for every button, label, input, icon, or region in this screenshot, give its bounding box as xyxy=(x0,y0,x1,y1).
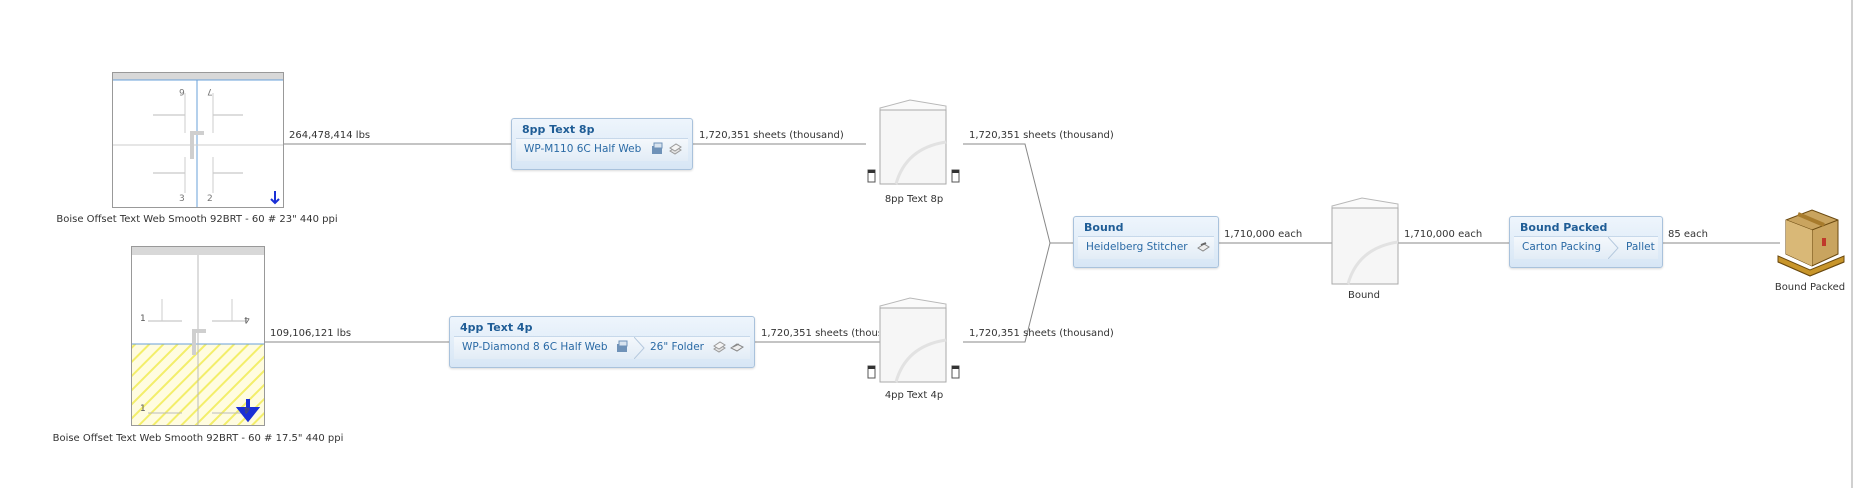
process-8pp-text[interactable]: 8pp Text 8p WP-M110 6C Half Web xyxy=(511,118,693,170)
document-caption: Bound Packed xyxy=(1774,282,1846,293)
document-8pp-text[interactable] xyxy=(866,98,964,190)
process-title: 4pp Text 4p xyxy=(460,321,533,334)
process-steps: WP-M110 6C Half Web xyxy=(516,138,688,161)
process-title: 8pp Text 8p xyxy=(522,123,595,136)
process-title: Bound Packed xyxy=(1520,221,1608,234)
wire-doc4-bound xyxy=(963,242,1051,343)
page-number: 7 xyxy=(207,86,213,96)
step-pallet[interactable]: Pallet xyxy=(1626,241,1655,253)
stock-caption: Boise Offset Text Web Smooth 92BRT - 60 … xyxy=(52,433,344,444)
stitcher-icon xyxy=(1197,242,1210,252)
page-number: 4 xyxy=(244,404,250,414)
imposition-layout xyxy=(132,247,264,425)
process-bound[interactable]: Bound Heidelberg Stitcher xyxy=(1073,216,1219,268)
step-carton-packing[interactable]: Carton Packing xyxy=(1522,241,1602,253)
press-sheet-bottom[interactable]: 1 4 1 4 xyxy=(131,246,265,426)
process-bound-packed[interactable]: Bound Packed Carton Packing Pallet xyxy=(1509,216,1663,268)
step-stitcher[interactable]: Heidelberg Stitcher xyxy=(1086,241,1188,253)
flow-quantity: 1,720,351 sheets (thousand) xyxy=(969,130,1114,141)
process-steps: Heidelberg Stitcher xyxy=(1078,236,1214,259)
feed-arrow-icon xyxy=(235,399,261,423)
flow-quantity: 1,720,351 sheets (thousan xyxy=(761,328,879,339)
flow-quantity: 1,720,351 sheets (thousand) xyxy=(969,328,1114,339)
pallet-icon[interactable] xyxy=(1772,200,1848,282)
folder-icon xyxy=(713,341,726,353)
document-bound[interactable] xyxy=(1326,196,1400,288)
vertical-scrollbar[interactable] xyxy=(1851,0,1853,488)
process-title: Bound xyxy=(1084,221,1124,234)
stock-caption: Boise Offset Text Web Smooth 92BRT - 60 … xyxy=(56,214,338,225)
process-steps: WP-Diamond 8 6C Half Web 26" Folder xyxy=(454,336,750,359)
stock-quantity: 109,106,121 lbs xyxy=(270,328,352,339)
document-caption: 4pp Text 4p xyxy=(884,390,944,401)
press-icon xyxy=(652,142,663,154)
page-number: 6 xyxy=(179,86,185,96)
press-sheet-top[interactable]: 6 7 3 2 xyxy=(112,72,284,208)
page-number: 4 xyxy=(244,314,250,324)
stack-icon xyxy=(730,343,744,352)
process-steps: Carton Packing Pallet xyxy=(1514,236,1658,259)
process-4pp-text[interactable]: 4pp Text 4p WP-Diamond 8 6C Half Web 26"… xyxy=(449,316,755,368)
flow-quantity: 1,710,000 each xyxy=(1404,229,1483,240)
flow-quantity: 1,710,000 each xyxy=(1224,229,1303,240)
page-number: 1 xyxy=(140,314,146,324)
stack-icon xyxy=(669,143,682,155)
step-press[interactable]: WP-Diamond 8 6C Half Web xyxy=(462,341,608,353)
page-number: 3 xyxy=(179,194,185,204)
flow-quantity: 85 each xyxy=(1668,229,1709,240)
document-4pp-text[interactable] xyxy=(866,296,964,388)
flow-quantity: 1,720,351 sheets (thousand) xyxy=(699,130,844,141)
step-folder[interactable]: 26" Folder xyxy=(650,341,704,353)
feed-arrow-icon xyxy=(270,191,280,205)
document-caption: 8pp Text 8p xyxy=(884,194,944,205)
step-press[interactable]: WP-M110 6C Half Web xyxy=(524,143,642,155)
imposition-layout xyxy=(113,73,283,207)
page-number: 1 xyxy=(140,404,146,414)
press-icon xyxy=(617,340,628,352)
stock-quantity: 264,478,414 lbs xyxy=(289,130,371,141)
wire-doc8-bound xyxy=(963,143,1074,244)
document-caption: Bound xyxy=(1347,290,1380,301)
page-number: 2 xyxy=(207,194,213,204)
step-chevron-icon xyxy=(1608,237,1619,259)
step-chevron-icon xyxy=(634,337,645,359)
